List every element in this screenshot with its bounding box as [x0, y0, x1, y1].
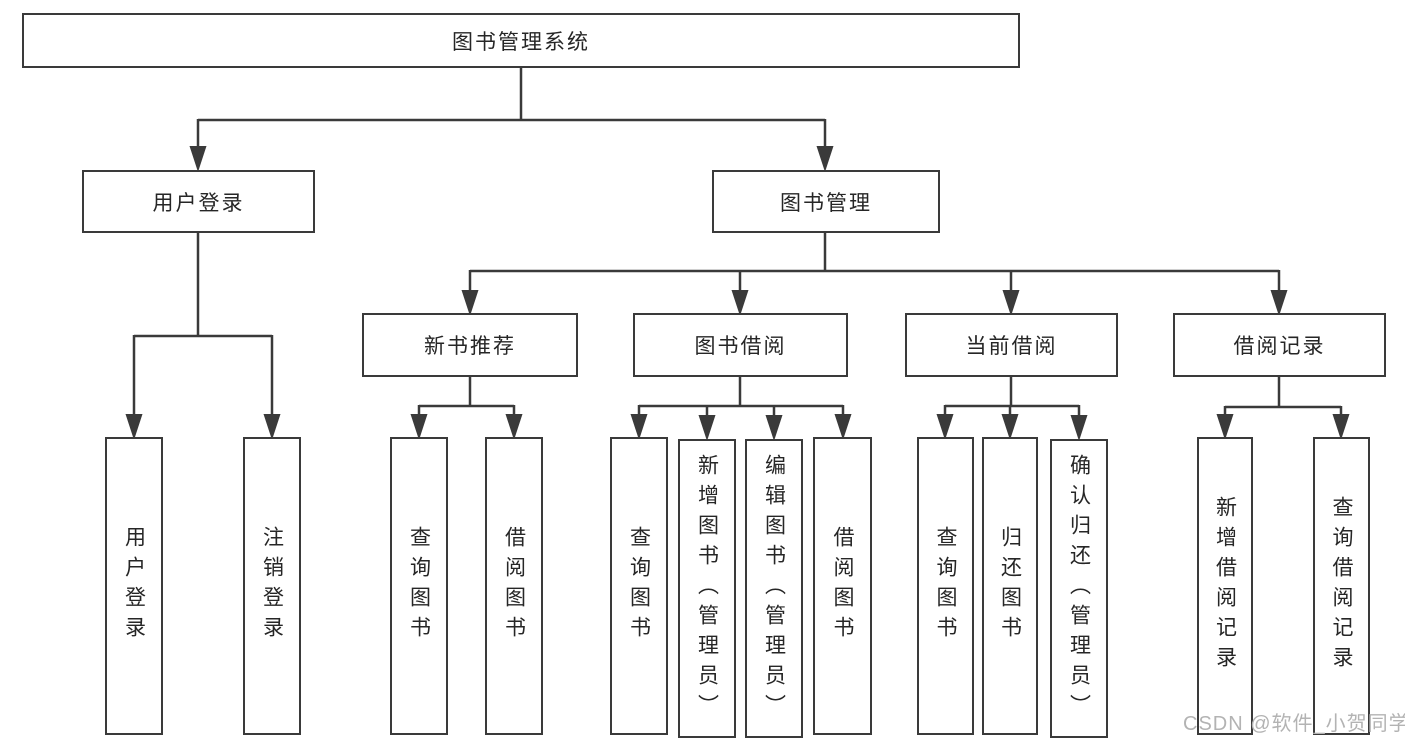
node-root: 图书管理系统	[22, 13, 1020, 68]
leaf-cb-confirm-return-label: 确认归还（管理员）	[1067, 453, 1091, 724]
node-new-book-recommend: 新书推荐	[362, 313, 578, 377]
leaf-bb-add-book-label: 新增图书（管理员）	[695, 453, 719, 724]
node-user-login: 用户登录	[82, 170, 315, 233]
leaf-bb-query-book-label: 查询图书	[627, 526, 651, 646]
leaf-bb-borrow-book-label: 借阅图书	[831, 526, 854, 646]
leaf-rec-borrow-book-label: 借阅图书	[502, 526, 526, 646]
leaf-cb-query-book-label: 查询图书	[934, 526, 957, 646]
node-current-borrow: 当前借阅	[905, 313, 1118, 377]
node-borrow-records: 借阅记录	[1173, 313, 1386, 377]
leaf-bb-add-book-admin: 新增图书（管理员）	[678, 439, 736, 738]
csdn-watermark: CSDN @软件_小贺同学	[1183, 713, 1405, 735]
node-book-borrow: 图书借阅	[633, 313, 848, 377]
leaf-br-add-record-label: 新增借阅记录	[1213, 496, 1237, 676]
leaf-cb-query-book: 查询图书	[917, 437, 974, 735]
leaf-bb-edit-book-label: 编辑图书（管理员）	[762, 453, 786, 724]
leaf-cb-return-book-label: 归还图书	[998, 526, 1022, 646]
leaf-bb-query-book: 查询图书	[610, 437, 668, 735]
leaf-cb-return-book: 归还图书	[982, 437, 1038, 735]
leaf-cb-confirm-return-admin: 确认归还（管理员）	[1050, 439, 1108, 738]
leaf-user-login: 用户登录	[105, 437, 163, 735]
leaf-rec-query-book-label: 查询图书	[407, 526, 431, 646]
leaf-rec-borrow-book: 借阅图书	[485, 437, 543, 735]
leaf-rec-query-book: 查询图书	[390, 437, 448, 735]
leaf-br-query-record-label: 查询借阅记录	[1330, 496, 1353, 676]
leaf-bb-borrow-book: 借阅图书	[813, 437, 872, 735]
leaf-br-query-record: 查询借阅记录	[1313, 437, 1370, 735]
leaf-logout: 注销登录	[243, 437, 301, 735]
leaf-br-add-record: 新增借阅记录	[1197, 437, 1253, 735]
leaf-user-login-label: 用户登录	[122, 526, 146, 646]
leaf-bb-edit-book-admin: 编辑图书（管理员）	[745, 439, 803, 738]
node-book-management: 图书管理	[712, 170, 940, 233]
leaf-logout-label: 注销登录	[260, 526, 284, 646]
